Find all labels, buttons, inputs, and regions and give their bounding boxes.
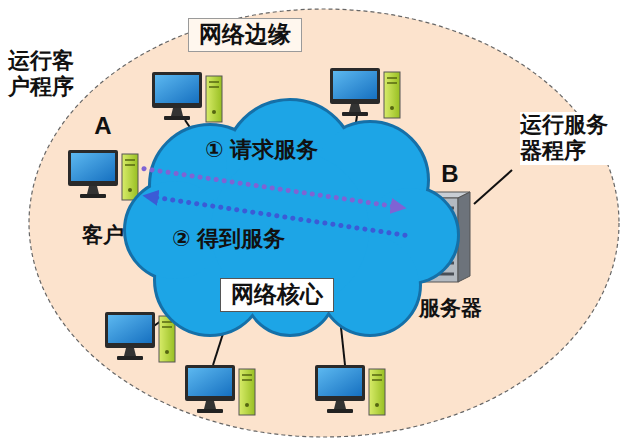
- network-edge-region: 网络边缘网络核心 A 客户 B 服务器: [28, 8, 620, 438]
- network-core-cloud: 网络核心: [120, 95, 460, 335]
- edge-label: ② 得到服务: [172, 226, 285, 252]
- callout-label: 运行服务器程序: [520, 112, 612, 165]
- edge-label: ① 请求服务: [205, 137, 318, 163]
- host-caption: 服务器: [419, 295, 482, 320]
- host-letter: B: [441, 160, 458, 189]
- region-title: 网络边缘: [188, 18, 302, 52]
- callout-label: 运行客户程序: [8, 48, 78, 101]
- region-title: 网络核心: [220, 278, 334, 312]
- server-host: B 服务器: [405, 160, 495, 320]
- host-letter: A: [94, 112, 111, 141]
- client-host: A 客户: [62, 112, 144, 247]
- host-caption: 客户: [82, 222, 124, 247]
